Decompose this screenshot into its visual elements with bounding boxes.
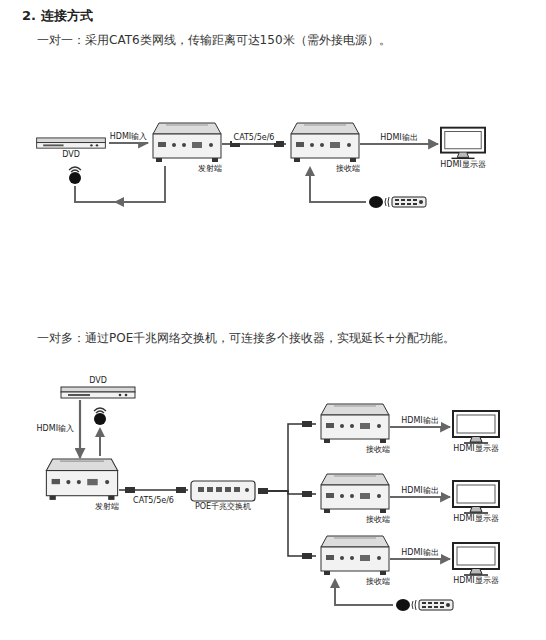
section-title: 2. 连接方式 [22, 8, 93, 24]
signal-arrow [390, 496, 450, 498]
signal-arrow [360, 143, 438, 145]
network-cable [258, 424, 316, 491]
device-label: 接收端 [316, 577, 390, 587]
device-area [286, 122, 360, 164]
edge-label: CAT5/5e/6 [131, 496, 176, 506]
poe-switch: POE千兆交换机 [188, 480, 258, 512]
signal-arrow [109, 142, 148, 144]
device-label: HDMI显示器 [438, 160, 488, 170]
device-label: 发射端 [148, 164, 222, 174]
device-area [188, 480, 258, 502]
edge-label: HDMI输出 [399, 548, 440, 558]
signal-arrow [390, 558, 450, 560]
device-area [33, 137, 109, 150]
hdmi-monitor: HDMI显示器 [450, 410, 502, 454]
description-text: 一对一：采用CAT6类网线，传输距离可达150米（需外接电源）。 [37, 33, 391, 48]
receiver: 接收端 [316, 535, 390, 587]
device-area [316, 473, 390, 515]
device-area [148, 122, 222, 164]
dvd-player: DVD [33, 137, 109, 160]
network-cable [119, 489, 188, 491]
edge-label: HDMI输出 [399, 486, 440, 496]
dvd-player: DVD [58, 376, 138, 400]
receiver: 接收端 [316, 403, 390, 455]
network-cable [258, 491, 316, 556]
device-area [450, 410, 502, 444]
device-label: 接收端 [286, 164, 360, 174]
device-area [41, 458, 119, 502]
device-area [316, 535, 390, 577]
device-area [450, 542, 502, 576]
edge-label: HDMI输出 [399, 416, 440, 426]
transmitter: 发射端 [148, 122, 222, 174]
device-area [316, 403, 390, 445]
device-label: DVD [58, 376, 138, 386]
edge-label: CAT5/5e/6 [232, 133, 277, 143]
device-label: DVD [33, 150, 109, 160]
signal-arrow [390, 426, 450, 428]
device-label: HDMI显示器 [450, 444, 502, 454]
signal-arrow [79, 400, 81, 458]
receiver: 接收端 [286, 122, 360, 174]
device-area [438, 126, 488, 160]
hdmi-monitor: HDMI显示器 [450, 480, 502, 524]
device-area [58, 386, 138, 400]
network-cable [222, 143, 286, 145]
edge-label: HDMI输入 [108, 132, 149, 142]
device-label: POE千兆交换机 [188, 502, 258, 512]
edge-label: HDMI输出 [378, 133, 419, 143]
device-label: 发射端 [41, 502, 119, 512]
description-text: 一对多：通过POE千兆网络交换机，可连接多个接收器，实现延长+分配功能。 [37, 331, 455, 346]
device-label: 接收端 [316, 445, 390, 455]
device-area [450, 480, 502, 514]
device-label: HDMI显示器 [450, 576, 502, 586]
hdmi-monitor: HDMI显示器 [438, 126, 488, 170]
hdmi-monitor: HDMI显示器 [450, 542, 502, 586]
device-label: HDMI显示器 [450, 514, 502, 524]
device-label: 接收端 [316, 515, 390, 525]
receiver: 接收端 [316, 473, 390, 525]
edge-label: HDMI输入 [35, 424, 76, 434]
transmitter: 发射端 [41, 458, 119, 512]
